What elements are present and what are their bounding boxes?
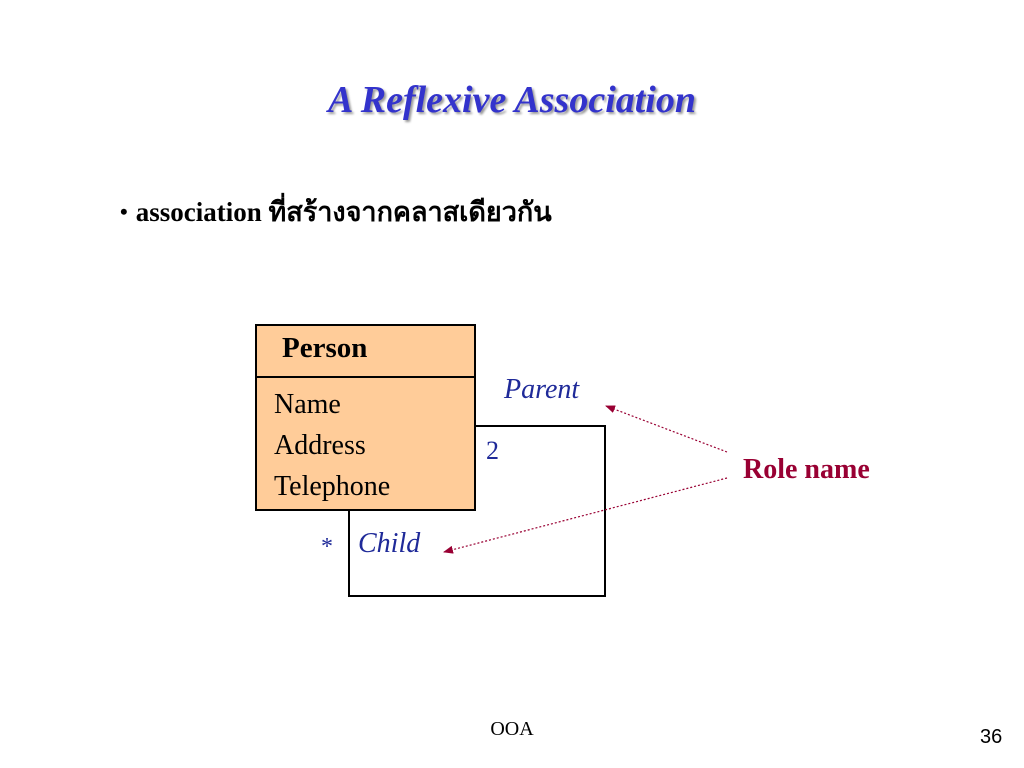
attribute-telephone: Telephone xyxy=(274,471,391,502)
person-class-box: Person Name Address Telephone xyxy=(255,324,476,511)
association-line-right xyxy=(604,425,606,597)
role-name-callout: Role name xyxy=(743,454,870,485)
class-name: Person xyxy=(282,332,368,364)
association-line-left xyxy=(348,510,350,597)
bullet-point: • association ที่สร้างจากคลาสเดียวกัน xyxy=(120,190,552,233)
class-name-compartment: Person xyxy=(257,326,474,378)
attribute-compartment: Name Address Telephone xyxy=(274,384,390,507)
child-role-label: Child xyxy=(358,528,421,559)
arrow-to-parent-role xyxy=(605,405,728,453)
footer-label: OOA xyxy=(490,718,534,740)
slide-title: A Reflexive Association xyxy=(327,79,696,121)
parent-role-label: Parent xyxy=(504,374,580,405)
bullet-text: association ที่สร้างจากคลาสเดียวกัน xyxy=(135,197,552,227)
bullet-icon: • xyxy=(120,199,128,224)
association-line-bottom xyxy=(348,595,606,597)
attribute-address: Address xyxy=(274,430,366,461)
parent-multiplicity: 2 xyxy=(486,436,499,465)
association-line-top xyxy=(476,425,606,427)
child-multiplicity: * xyxy=(321,534,333,560)
arrow-to-child-role xyxy=(443,477,728,554)
page-number: 36 xyxy=(980,726,1003,748)
attribute-name: Name xyxy=(274,389,341,420)
